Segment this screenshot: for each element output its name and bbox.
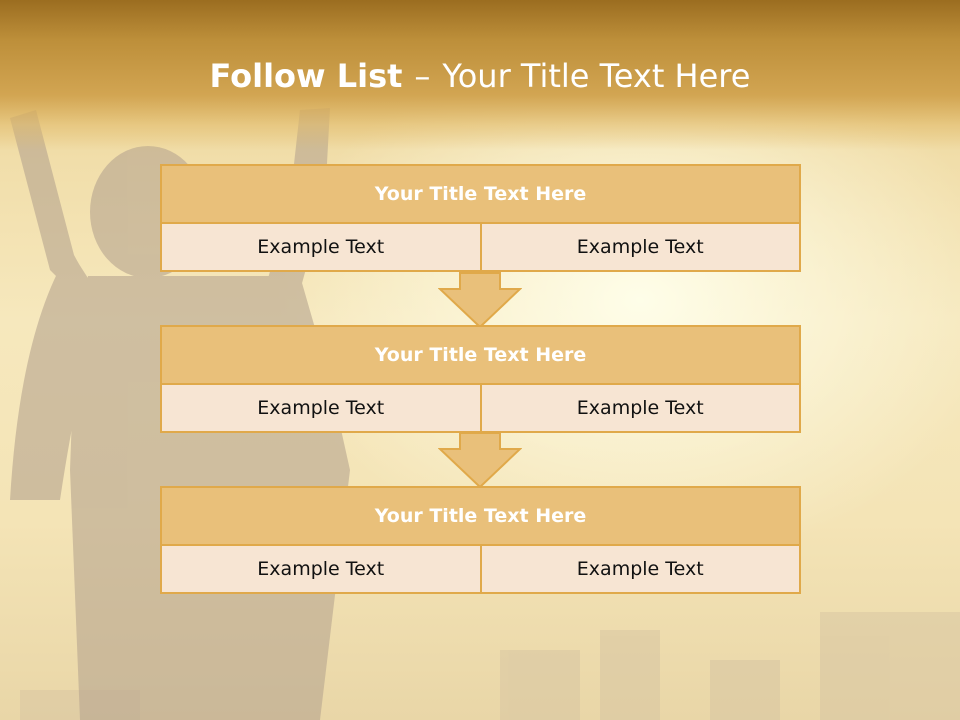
title-rest: Your Title Text Here [442,57,751,95]
block-cell-left: Example Text [162,546,480,592]
title-dash: – [414,57,431,95]
list-block-2: Your Title Text Here Example Text Exampl… [160,325,801,433]
block-row: Example Text Example Text [162,385,799,431]
block-title: Your Title Text Here [162,166,799,224]
block-cell-right: Example Text [479,546,799,592]
list-block-3: Your Title Text Here Example Text Exampl… [160,486,801,594]
down-arrow-icon [438,432,522,489]
title-bold: Follow List [209,57,403,95]
block-cell-left: Example Text [162,385,480,431]
down-arrow-icon [438,272,522,329]
block-cell-right: Example Text [479,385,799,431]
block-row: Example Text Example Text [162,546,799,592]
title-bar [0,0,960,150]
block-row: Example Text Example Text [162,224,799,270]
slide-title: Follow List–Your Title Text Here [0,54,960,98]
block-cell-right: Example Text [479,224,799,270]
block-title: Your Title Text Here [162,488,799,546]
block-title: Your Title Text Here [162,327,799,385]
block-cell-left: Example Text [162,224,480,270]
list-block-1: Your Title Text Here Example Text Exampl… [160,164,801,272]
